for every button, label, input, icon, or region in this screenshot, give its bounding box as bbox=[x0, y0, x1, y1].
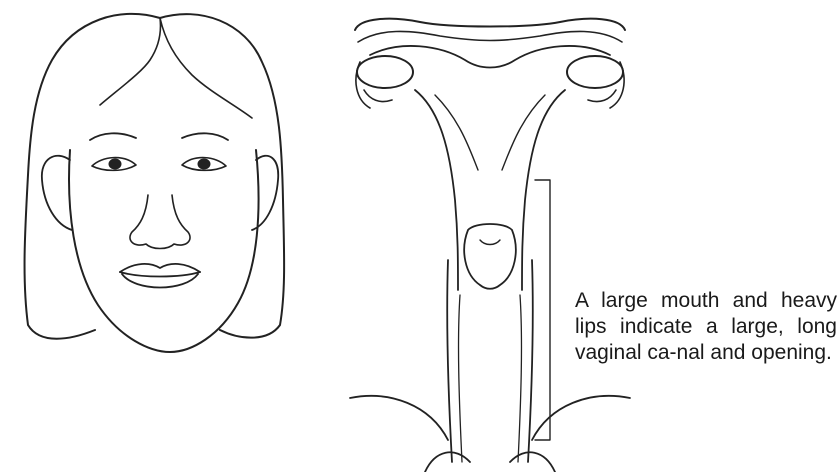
left-pupil bbox=[109, 159, 121, 169]
anatomy-drawing-icon bbox=[330, 0, 650, 472]
uterus-top bbox=[370, 46, 610, 68]
nose bbox=[130, 195, 190, 249]
vaginal-opening bbox=[425, 452, 555, 472]
uterus-left-wall bbox=[415, 90, 458, 290]
canal-left-inner bbox=[459, 295, 462, 462]
uterus-right-wall bbox=[522, 90, 565, 290]
left-eyebrow bbox=[90, 133, 136, 140]
left-tube bbox=[356, 62, 392, 108]
right-perineum bbox=[532, 396, 630, 440]
left-perineum bbox=[350, 396, 448, 440]
caption-text: A large mouth and heavy lips indicate a … bbox=[575, 288, 837, 366]
right-ear bbox=[252, 156, 278, 230]
face-drawing-icon bbox=[0, 0, 300, 400]
cervical-os bbox=[480, 240, 500, 245]
left-ovary bbox=[357, 56, 413, 88]
cervix bbox=[464, 224, 516, 289]
upper-lip bbox=[120, 264, 200, 272]
fundus-outline bbox=[355, 19, 625, 30]
hair-part bbox=[100, 18, 252, 118]
canal-right-outer bbox=[528, 260, 533, 462]
left-ear bbox=[42, 156, 72, 230]
length-bracket bbox=[535, 180, 550, 440]
face-outline bbox=[69, 150, 259, 352]
right-tube bbox=[588, 62, 624, 108]
canal-right-inner bbox=[518, 295, 521, 462]
right-eyebrow bbox=[182, 133, 228, 140]
right-ovary bbox=[567, 56, 623, 88]
lip-line bbox=[120, 272, 200, 277]
fundus-inner bbox=[358, 31, 622, 42]
canal-left-outer bbox=[447, 260, 452, 462]
right-pupil bbox=[198, 159, 210, 169]
